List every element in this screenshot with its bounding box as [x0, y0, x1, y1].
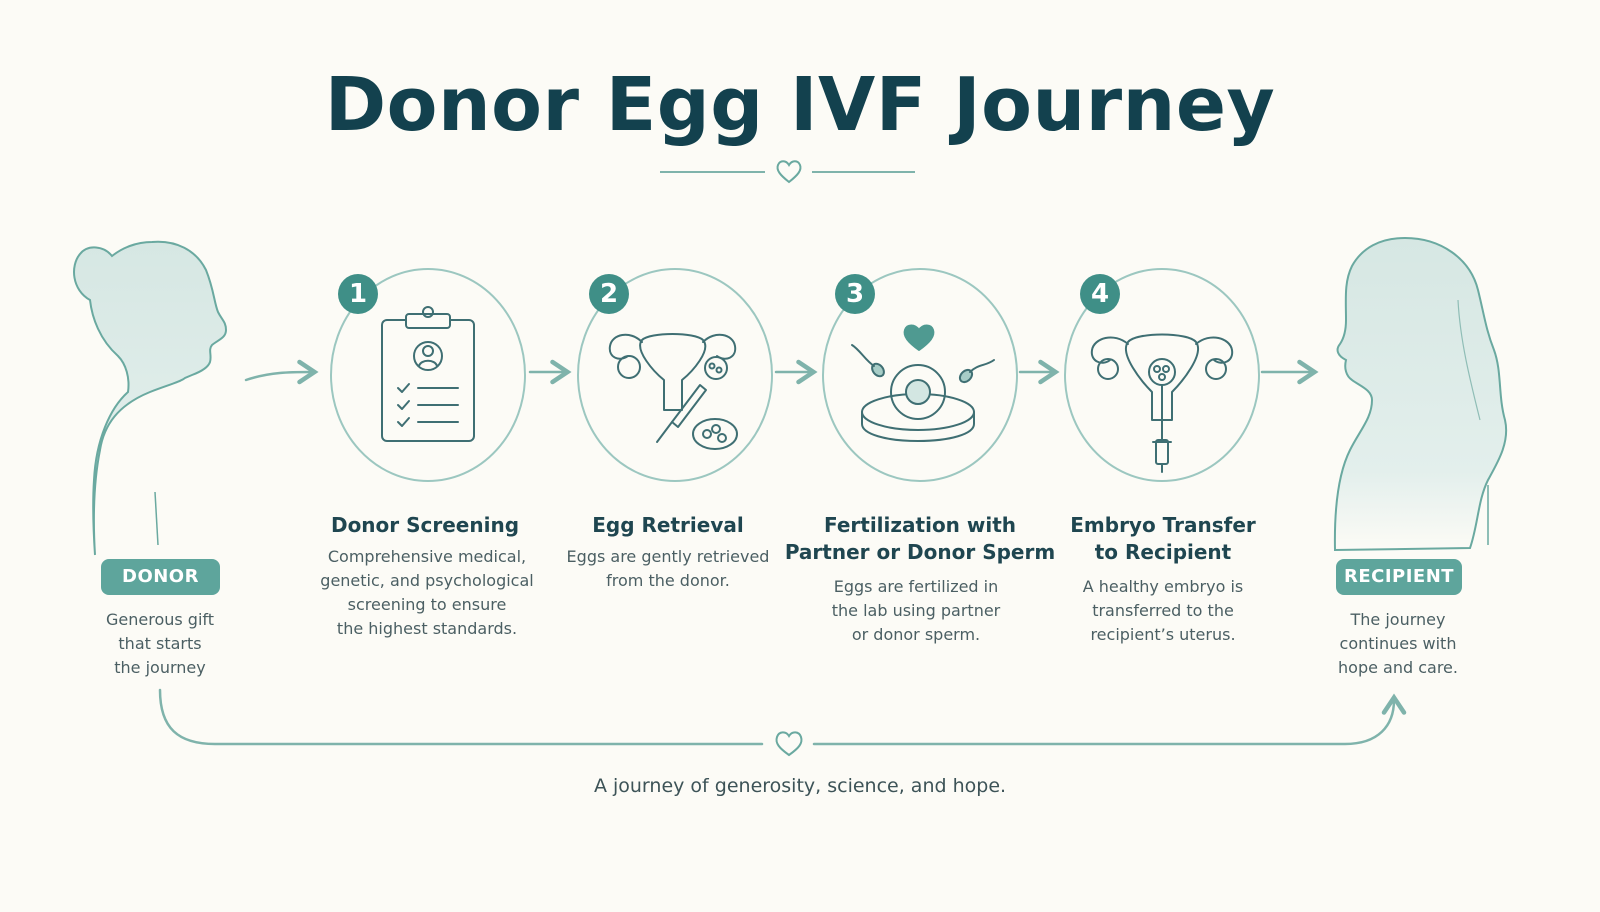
- petri-dish-egg-sperm-icon: [851, 324, 995, 442]
- recipient-description: The journey continues with hope and care…: [1338, 610, 1458, 677]
- donor-description: Generous gift that starts the journey: [105, 610, 215, 677]
- heart-icon: [903, 324, 935, 351]
- page-title: Donor Egg IVF Journey: [324, 62, 1276, 148]
- title-divider: [660, 160, 915, 184]
- heart-icon: [775, 731, 803, 757]
- step-circle-2: [577, 268, 773, 482]
- step-title-4: Embryo Transfer to Recipient: [1070, 513, 1256, 564]
- donor-label: DONOR: [101, 559, 220, 595]
- uterus-retrieval-needle-icon: [608, 333, 738, 450]
- connector-arrows: [244, 359, 1319, 385]
- step-number-badge-3: 3: [835, 274, 875, 314]
- recipient-silhouette: [1333, 236, 1508, 552]
- step-description-2: Eggs are gently retrieved from the donor…: [566, 547, 770, 590]
- step-circle-1: [330, 268, 526, 482]
- step-number-badge-4: 4: [1080, 274, 1120, 314]
- step-number-badge-2: 2: [589, 274, 629, 314]
- step-title-2: Egg Retrieval: [592, 513, 744, 537]
- step-title-3: Fertilization with Partner or Donor Sper…: [784, 513, 1056, 564]
- step-description-3: Eggs are fertilized in the lab using par…: [831, 577, 1001, 644]
- clipboard-checklist-icon: [381, 306, 475, 442]
- step-description-1: Comprehensive medical, genetic, and psyc…: [320, 547, 534, 638]
- step-circle-4: [1064, 268, 1260, 482]
- bottom-connector: [158, 688, 1407, 757]
- step-description-4: A healthy embryo is transferred to the r…: [1082, 577, 1244, 644]
- step-circle-3: [822, 268, 1018, 482]
- footer-tagline: A journey of generosity, science, and ho…: [593, 775, 1007, 797]
- uterus-embryo-transfer-icon: [1090, 333, 1234, 473]
- step-number-badge-1: 1: [338, 274, 378, 314]
- heart-icon: [776, 160, 802, 184]
- donor-silhouette: [73, 240, 228, 556]
- recipient-label: RECIPIENT: [1336, 559, 1462, 595]
- step-title-1: Donor Screening: [330, 513, 520, 537]
